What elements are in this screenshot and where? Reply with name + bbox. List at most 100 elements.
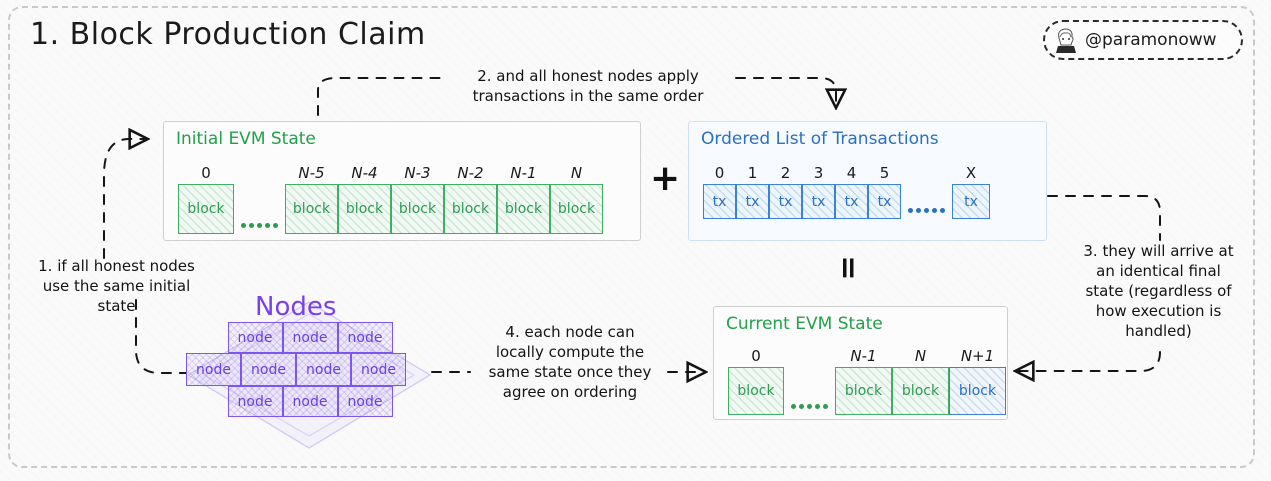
tx-box[interactable]: tx: [868, 184, 901, 219]
panel-current-evm-state: Current EVM State 0 block N-1 block N bl…: [713, 306, 1008, 420]
block-index: N-1: [510, 164, 537, 182]
block-index: 0: [201, 164, 211, 182]
tx-cell-4[interactable]: 4 tx: [835, 164, 868, 219]
tx-box[interactable]: tx: [769, 184, 802, 219]
tx-index: 0: [714, 164, 725, 182]
block-cell-n-4[interactable]: N-4 block: [338, 164, 391, 234]
note-3-line-2: an identical final: [1096, 262, 1221, 280]
block-box[interactable]: block: [550, 184, 603, 234]
node-box[interactable]: node: [337, 322, 393, 353]
watermark-badge: @paramonoww: [1043, 20, 1243, 60]
note-3-line-5: handled): [1125, 322, 1192, 340]
watermark-handle: @paramonoww: [1085, 30, 1217, 50]
current-state-block-row: 0 block N-1 block N block N+1 block: [728, 347, 1006, 415]
node-box[interactable]: node: [351, 353, 406, 386]
block-index: N-1: [850, 347, 877, 365]
connector-tx-to-note3: [1047, 195, 1161, 241]
note-1-line-1: 1. if all honest nodes: [38, 257, 195, 275]
node-box[interactable]: node: [227, 322, 283, 353]
node-box[interactable]: node: [227, 386, 283, 417]
transaction-row: 0 tx 1 tx 2 tx 3 tx 4 tx 5 tx: [703, 164, 990, 219]
node-box[interactable]: node: [296, 353, 351, 386]
nodes-row-1: node node node: [210, 322, 410, 353]
note-3: 3. they will arrive at an identical fina…: [1046, 241, 1271, 341]
tx-box[interactable]: tx: [802, 184, 835, 219]
block-index: N-2: [457, 164, 484, 182]
tx-index: X: [965, 164, 977, 182]
block-cell-n-2[interactable]: N-2 block: [444, 164, 497, 234]
ellipsis-dots: [784, 404, 835, 415]
tx-cell-1[interactable]: 1 tx: [736, 164, 769, 219]
block-index: N+1: [960, 347, 995, 365]
tx-index: 1: [747, 164, 758, 182]
block-box[interactable]: block: [391, 184, 444, 234]
block-box[interactable]: block: [892, 367, 949, 415]
tx-box[interactable]: tx: [952, 184, 990, 219]
block-cell-n-5[interactable]: N-5 block: [285, 164, 338, 234]
tx-index: 3: [813, 164, 824, 182]
current-block-cell-n[interactable]: N block: [892, 347, 949, 415]
block-cell-n[interactable]: N block: [550, 164, 603, 234]
panel-ordered-transactions: Ordered List of Transactions 0 tx 1 tx 2…: [688, 121, 1047, 241]
note-3-line-3: state (regardless of: [1085, 282, 1232, 300]
block-box[interactable]: block: [285, 184, 338, 234]
nodes-title-label: Nodes: [255, 292, 337, 322]
block-cell-0[interactable]: 0 block: [178, 164, 234, 234]
block-box[interactable]: block: [497, 184, 550, 234]
node-box[interactable]: node: [282, 386, 338, 417]
note-4-line-2: locally compute the: [495, 343, 645, 361]
block-index: 0: [751, 347, 761, 365]
block-cell-n-3[interactable]: N-3 block: [391, 164, 444, 234]
node-box[interactable]: node: [186, 353, 241, 386]
block-box[interactable]: block: [728, 367, 784, 415]
tx-index: 2: [780, 164, 791, 182]
note-2-line-1: 2. and all honest nodes apply: [477, 67, 699, 85]
block-cell-n-1[interactable]: N-1 block: [497, 164, 550, 234]
block-box[interactable]: block: [949, 367, 1006, 415]
nodes-grid: node node node node node node node node …: [186, 322, 410, 417]
node-box[interactable]: node: [241, 353, 296, 386]
connector-note1-to-initial-state: [103, 139, 148, 259]
node-box[interactable]: node: [282, 322, 338, 353]
note-1-line-2: use the same initial: [42, 277, 191, 295]
note-4-line-4: agree on ordering: [502, 383, 638, 401]
node-box[interactable]: node: [337, 386, 393, 417]
page-title: 1. Block Production Claim: [30, 17, 426, 52]
tx-box[interactable]: tx: [703, 184, 736, 219]
block-box[interactable]: block: [338, 184, 391, 234]
tx-box[interactable]: tx: [736, 184, 769, 219]
current-block-cell-n-plus-1[interactable]: N+1 block: [949, 347, 1006, 415]
block-box[interactable]: block: [835, 367, 892, 415]
tx-cell-x[interactable]: X tx: [952, 164, 990, 219]
tx-cell-3[interactable]: 3 tx: [802, 164, 835, 219]
block-box[interactable]: block: [178, 184, 234, 234]
note-4-line-1: 4. each node can: [505, 323, 635, 341]
note-4-line-3: same state once they: [488, 363, 652, 381]
block-box[interactable]: block: [444, 184, 497, 234]
panel-title-initial-evm-state: Initial EVM State: [176, 129, 316, 149]
connector-note3-to-current-state: [1015, 351, 1161, 371]
block-index: N-3: [404, 164, 431, 182]
current-block-cell-0[interactable]: 0 block: [728, 347, 784, 415]
note-3-line-4: how execution is: [1095, 302, 1222, 320]
block-index: N-4: [351, 164, 378, 182]
initial-state-block-row: 0 block N-5 block N-4 block N-3 block N-…: [178, 164, 603, 234]
panel-title-current-evm-state: Current EVM State: [726, 314, 883, 334]
nodes-row-3: node node node: [210, 386, 410, 417]
note-1-line-3: state: [97, 297, 136, 315]
current-block-cell-n-1[interactable]: N-1 block: [835, 347, 892, 415]
equals-operator: =: [830, 255, 866, 279]
tx-index: 4: [846, 164, 857, 182]
avatar-sketch-icon: [1051, 25, 1081, 55]
tx-cell-5[interactable]: 5 tx: [868, 164, 901, 219]
ellipsis-dots: [234, 223, 285, 234]
tx-box[interactable]: tx: [835, 184, 868, 219]
nodes-title: Nodes: [255, 292, 336, 322]
tx-cell-0[interactable]: 0 tx: [703, 164, 736, 219]
panel-title-ordered-transactions: Ordered List of Transactions: [701, 129, 939, 149]
plus-operator: +: [650, 158, 681, 199]
block-index: N: [570, 164, 583, 182]
note-1: 1. if all honest nodes use the same init…: [14, 256, 219, 316]
tx-cell-2[interactable]: 2 tx: [769, 164, 802, 219]
